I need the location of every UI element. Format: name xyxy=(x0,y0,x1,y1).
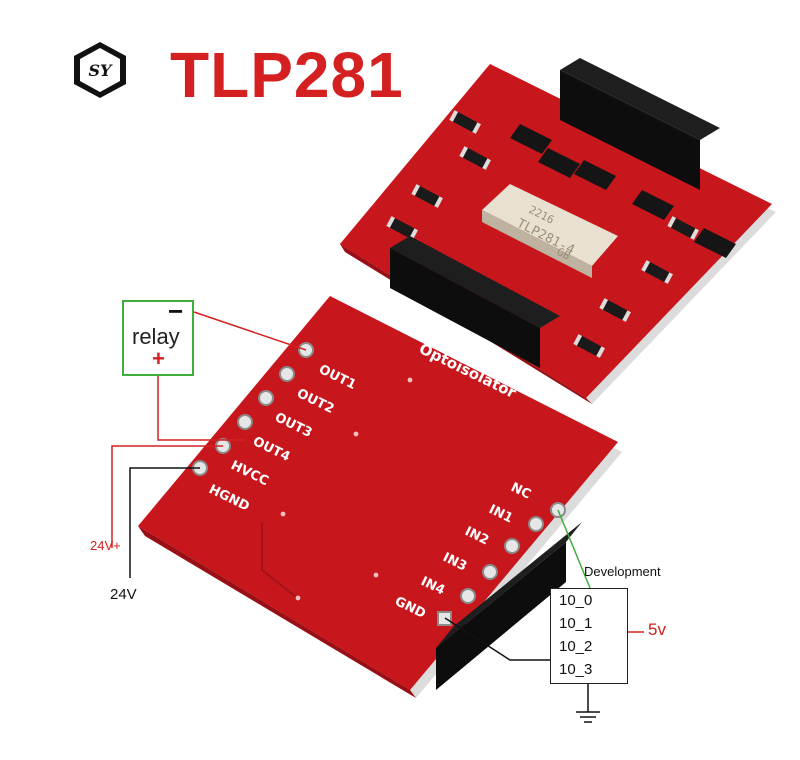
development-port-1: 10_1 xyxy=(559,615,593,632)
top-board-transistors xyxy=(510,124,736,258)
product-title: TLP281 xyxy=(170,39,404,111)
relay-label: relay xyxy=(132,324,180,349)
voltage-label: 5v xyxy=(648,620,666,639)
wiring xyxy=(111,311,644,712)
supply-ground-label: 24V xyxy=(110,586,137,603)
right-pin-holes xyxy=(437,502,566,626)
top-board: 2216 TLP281-4 GB xyxy=(340,37,776,404)
development-port-0: 10_0 xyxy=(559,592,593,609)
supply-positive-label: 24V+ xyxy=(90,538,121,553)
wire-gnd-development xyxy=(444,617,550,661)
development-port-3: 10_3 xyxy=(559,661,593,678)
bottom-board: Optoisolator OUT1 OUT2 OUT3 OUT4 HVCC HG… xyxy=(138,296,622,701)
sy-brand-logo-icon: SY xyxy=(74,42,126,98)
relay-minus-sign: − xyxy=(168,296,184,326)
wire-24v-gnd-hgnd xyxy=(129,467,200,578)
wire-24v-plus-hvcc xyxy=(111,445,223,548)
logo-letters: SY xyxy=(89,61,114,80)
wire-relay-plus-out4 xyxy=(157,376,245,441)
ground-symbol-icon xyxy=(576,711,600,723)
top-board-header-left xyxy=(390,219,560,368)
top-board-header-right xyxy=(560,37,720,190)
wire-nc-development xyxy=(557,509,591,589)
relay-box: − relay + xyxy=(122,296,194,376)
development-port-2: 10_2 xyxy=(559,638,593,655)
wire-relay-minus-out1 xyxy=(193,311,307,351)
bottom-board-header-right xyxy=(436,522,582,701)
bottom-board-pcb xyxy=(138,296,618,690)
relay-plus-sign: + xyxy=(152,346,165,371)
development-label: Development xyxy=(584,564,661,579)
chip-line-3: GB xyxy=(555,245,573,263)
development-port-box: 10_0 10_1 10_2 10_3 xyxy=(550,588,628,684)
